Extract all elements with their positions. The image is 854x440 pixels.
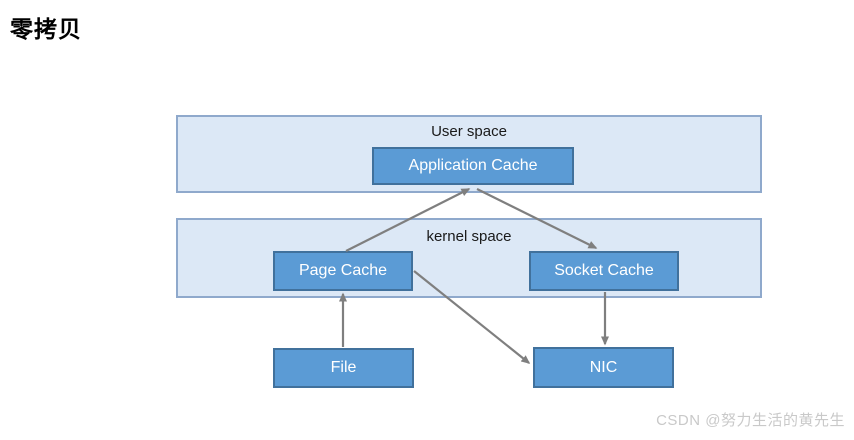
file-node: File — [273, 348, 414, 388]
application-cache-label: Application Cache — [408, 157, 538, 174]
socket-cache-label: Socket Cache — [554, 262, 654, 279]
nic-label: NIC — [589, 358, 618, 376]
nic-node: NIC — [533, 347, 674, 388]
page-title: 零拷贝 — [10, 16, 82, 42]
file-label: File — [330, 359, 357, 376]
application-cache-node: Application Cache — [372, 147, 574, 185]
socket-cache-node: Socket Cache — [529, 251, 679, 291]
kernel-space-label: kernel space — [426, 228, 512, 245]
user-space-label: User space — [431, 123, 507, 140]
page-cache-label: Page Cache — [298, 262, 388, 279]
user-space-box: User space Application Cache — [176, 115, 762, 193]
watermark: CSDN @努力生活的黄先生 — [656, 412, 845, 429]
page-cache-node: Page Cache — [273, 251, 413, 291]
kernel-space-box: kernel space Page Cache Socket Cache — [176, 218, 762, 298]
